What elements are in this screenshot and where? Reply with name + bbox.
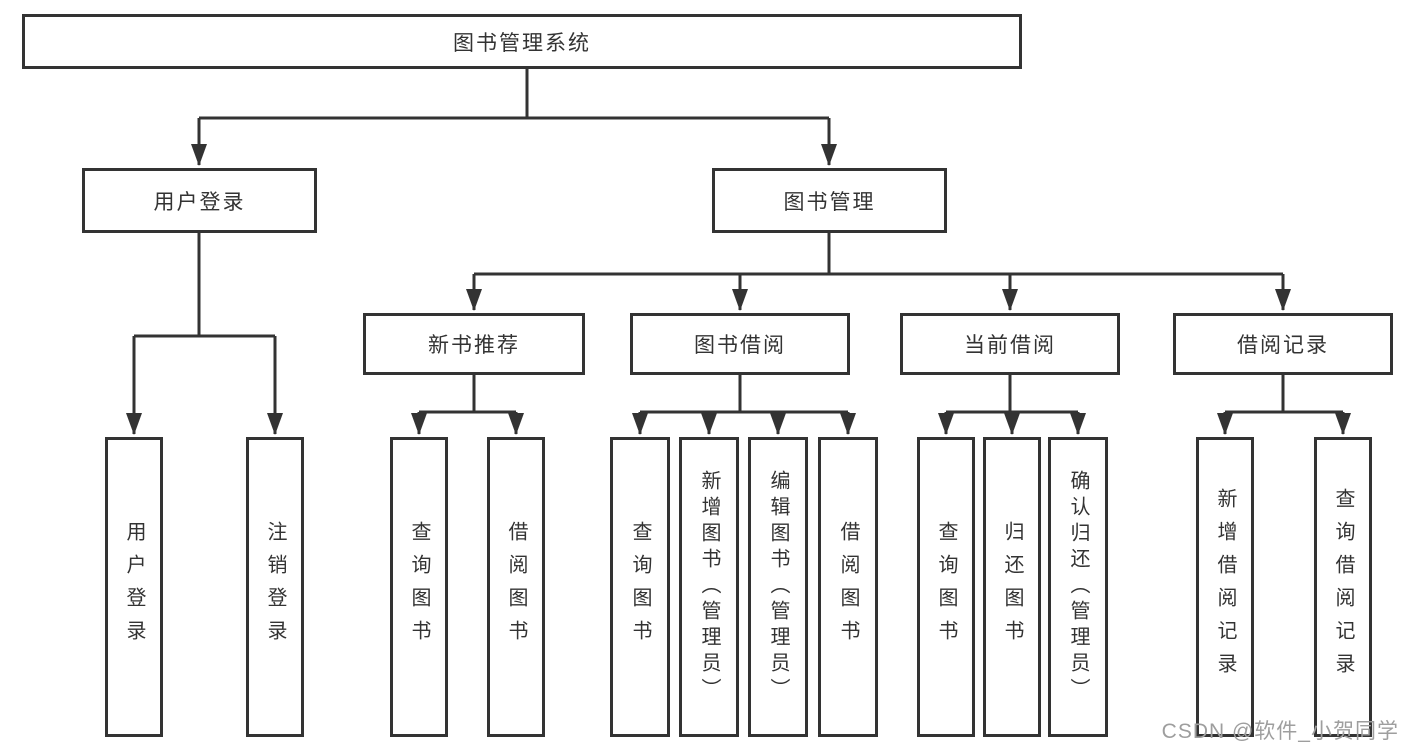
leaf-label-user-login: 用户登录 (123, 521, 145, 653)
node-user-login: 用户登录 (82, 168, 317, 233)
leaf-box-query-books-3: 查询图书 (917, 437, 975, 737)
leaf-box-query-books-1: 查询图书 (390, 437, 448, 737)
node-root: 图书管理系统 (22, 14, 1022, 69)
node-book-borrowing-label: 图书借阅 (694, 334, 786, 357)
leaf-label-return-books: 归还图书 (1001, 521, 1023, 653)
leaf-label-add-books-admin: 新增图书（管理员） (698, 470, 720, 704)
node-borrowing-records: 借阅记录 (1173, 313, 1393, 375)
leaf-box-query-borrow-record: 查询借阅记录 (1314, 437, 1372, 737)
node-user-login-label: 用户登录 (153, 190, 246, 214)
leaf-box-borrow-books-1: 借阅图书 (487, 437, 545, 737)
node-current-borrowing-label: 当前借阅 (964, 334, 1056, 357)
leaf-box-add-borrow-record: 新增借阅记录 (1196, 437, 1254, 737)
node-new-book-recommendation: 新书推荐 (363, 313, 585, 375)
leaf-label-query-books-3: 查询图书 (935, 521, 957, 653)
leaf-box-user-login: 用户登录 (105, 437, 163, 737)
leaf-label-query-books-1: 查询图书 (408, 521, 430, 653)
node-book-borrowing: 图书借阅 (630, 313, 850, 375)
node-new-book-label: 新书推荐 (428, 334, 520, 357)
connector-user-login-children (126, 233, 283, 435)
connector-current-borrow-children (938, 375, 1086, 435)
node-borrowing-records-label: 借阅记录 (1237, 334, 1329, 357)
leaf-box-return-books: 归还图书 (983, 437, 1041, 737)
leaf-box-confirm-return-admin: 确认归还（管理员） (1048, 437, 1108, 737)
leaf-label-borrow-books-2: 借阅图书 (837, 521, 859, 653)
connector-root-to-level2 (191, 69, 837, 166)
connector-borrow-record-children (1217, 375, 1351, 435)
node-book-management: 图书管理 (712, 168, 947, 233)
leaf-box-borrow-books-2: 借阅图书 (818, 437, 878, 737)
node-current-borrowing: 当前借阅 (900, 313, 1120, 375)
leaf-box-edit-books-admin: 编辑图书（管理员） (748, 437, 808, 737)
leaf-box-query-books-2: 查询图书 (610, 437, 670, 737)
leaf-label-edit-books-admin: 编辑图书（管理员） (767, 470, 789, 704)
leaf-label-logout: 注销登录 (264, 521, 286, 653)
leaf-label-confirm-return-admin: 确认归还（管理员） (1067, 470, 1089, 704)
leaf-label-add-borrow-record: 新增借阅记录 (1214, 488, 1236, 686)
leaf-label-query-books-2: 查询图书 (629, 521, 651, 653)
leaf-label-borrow-books-1: 借阅图书 (505, 521, 527, 653)
node-root-label: 图书管理系统 (453, 31, 591, 55)
connector-new-book-children (411, 375, 524, 435)
connector-book-mgmt-children (466, 233, 1291, 311)
leaf-label-query-borrow-record: 查询借阅记录 (1332, 488, 1354, 686)
leaf-box-add-books-admin: 新增图书（管理员） (679, 437, 739, 737)
node-book-management-label: 图书管理 (783, 190, 876, 214)
connector-book-borrow-children (632, 375, 856, 435)
leaf-box-logout: 注销登录 (246, 437, 304, 737)
csdn-watermark: CSDN @软件_小贺同学 (1161, 720, 1399, 743)
